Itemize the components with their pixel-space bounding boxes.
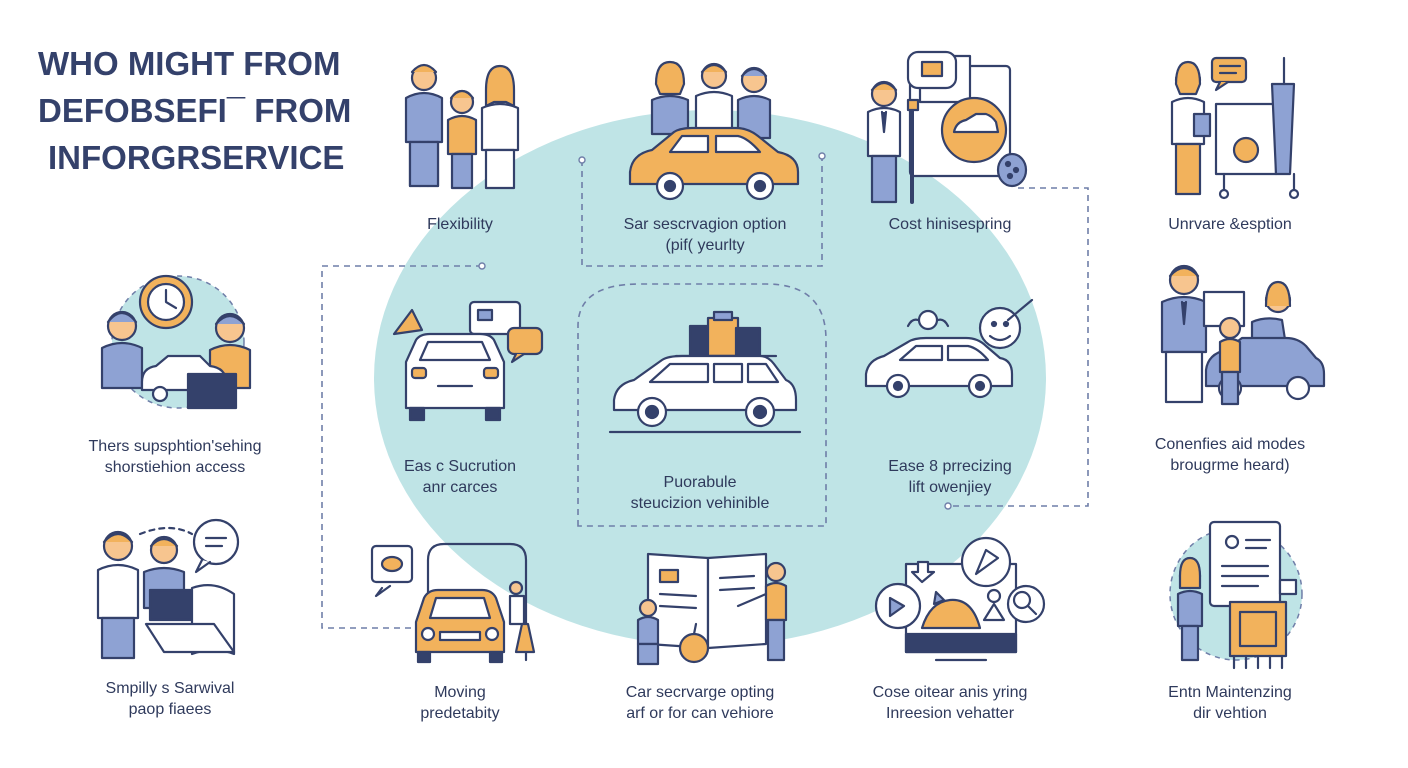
connector-dot bbox=[578, 156, 586, 164]
benefit-card-unvare: Unrvare &esption bbox=[1140, 40, 1320, 240]
label-line: paop fiaees bbox=[128, 701, 212, 718]
title-line: INFORGRSERVICE bbox=[48, 139, 345, 176]
benefit-card-moving: Moving predetabity bbox=[370, 540, 550, 730]
benefit-card-smpily: Smpilly s Sarwival paop fiaees bbox=[60, 514, 280, 734]
label-line: anr carces bbox=[422, 479, 498, 496]
label-line: Eas c Sucrution bbox=[403, 458, 517, 475]
benefit-label: Car secrvarge opting arf or for can vehi… bbox=[590, 682, 810, 724]
book-apple-kids-icon bbox=[636, 552, 788, 666]
label-line: (pif( yeurlty bbox=[665, 237, 745, 254]
label-line: Inreesion vehatter bbox=[885, 705, 1015, 722]
benefit-card-ease: Eas c Sucrution anr carces bbox=[370, 296, 550, 506]
label-line: Cost hinisespring bbox=[888, 216, 1012, 233]
label-line: brougrme heard) bbox=[1170, 457, 1290, 474]
benefit-label: Entn Maintenzing dir vehtion bbox=[1130, 682, 1330, 724]
connector-dot bbox=[478, 262, 486, 270]
benefit-label: Sar sescrvagion option (pif( yeurlty bbox=[590, 214, 820, 256]
label-line: Entn Maintenzing bbox=[1168, 684, 1292, 701]
benefit-card-maintaining: Entn Maintenzing dir vehtion bbox=[1130, 514, 1330, 734]
family-suv-board-icon bbox=[1160, 264, 1326, 406]
connector-center-box bbox=[577, 283, 827, 527]
benefit-label: Smpilly s Sarwival paop fiaees bbox=[60, 678, 280, 720]
label-line: Ease 8 prrecizing bbox=[888, 458, 1012, 475]
benefit-card-conenes: Conenfies aid modes brougrme heard) bbox=[1130, 262, 1330, 482]
people-clock-car-icon bbox=[100, 274, 252, 410]
benefit-label: Thers supsphtion'sehing shorstiehion acc… bbox=[50, 436, 300, 478]
label-line: shorstiehion access bbox=[104, 459, 246, 476]
benefit-label: Eas c Sucrution anr carces bbox=[370, 456, 550, 498]
suv-luggage-icon bbox=[608, 310, 802, 434]
benefit-card-reservation: Sar sescrvagion option (pif( yeurlty bbox=[590, 40, 820, 260]
car-gate-bag-icon bbox=[370, 542, 536, 664]
label-line: Smpilly s Sarwival bbox=[105, 680, 235, 697]
connector-left bbox=[321, 265, 482, 629]
benefit-card-cost: Cost hinisespring bbox=[850, 40, 1050, 240]
label-line: Unrvare &esption bbox=[1168, 216, 1292, 233]
label-line: Thers supsphtion'sehing bbox=[88, 438, 262, 455]
label-line: Conenfies aid modes bbox=[1154, 436, 1306, 453]
benefit-label: Unrvare &esption bbox=[1140, 214, 1320, 235]
benefit-card-subscription: Thers supsphtion'sehing shorstiehion acc… bbox=[50, 264, 300, 484]
page-title: WHO MIGHT FROM DEFOBSEFI¯ FROM INFORGRSE… bbox=[38, 40, 351, 181]
connector-right bbox=[948, 187, 1089, 507]
benefit-label: Cose oitear anis yring Inreesion vehatte… bbox=[850, 682, 1050, 724]
label-line: steucizion vehinible bbox=[630, 495, 770, 512]
benefit-label: Conenfies aid modes brougrme heard) bbox=[1130, 434, 1330, 476]
title-line: DEFOBSEFI¯ FROM bbox=[38, 92, 352, 129]
label-line: Puorabule bbox=[663, 474, 737, 491]
car-side-face-icon bbox=[864, 298, 1034, 399]
label-line: Sar sescrvagion option bbox=[623, 216, 787, 233]
benefit-label: Flexibility bbox=[380, 214, 540, 235]
benefit-label: Cost hinisespring bbox=[850, 214, 1050, 235]
connector-top-center bbox=[581, 150, 823, 267]
connector-dot bbox=[944, 502, 952, 510]
benefit-card-flexibility: Flexibility bbox=[380, 40, 540, 240]
monitor-analytics-icon bbox=[874, 536, 1046, 662]
benefit-label: Moving predetabity bbox=[370, 682, 550, 724]
people-chat-laptop-icon bbox=[96, 518, 240, 660]
label-line: Flexibility bbox=[427, 216, 493, 233]
family-group-icon bbox=[404, 63, 520, 190]
benefit-card-ease-pricing: Ease 8 prrecizing lift owenjiey bbox=[850, 294, 1050, 506]
family-car-icon bbox=[628, 60, 800, 201]
benefit-card-car-service: Car secrvarge opting arf or for can vehi… bbox=[590, 548, 810, 738]
benefit-card-purable: Puorabule steucizion vehinible bbox=[590, 310, 810, 520]
label-line: Cose oitear anis yring bbox=[872, 684, 1028, 701]
label-line: lift owenjiey bbox=[908, 479, 992, 496]
label-line: predetabity bbox=[420, 705, 500, 722]
benefit-label: Puorabule steucizion vehinible bbox=[590, 472, 810, 514]
label-line: dir vehtion bbox=[1193, 705, 1267, 722]
title-line: WHO MIGHT FROM bbox=[38, 45, 341, 82]
benefit-label: Ease 8 prrecizing lift owenjiey bbox=[850, 456, 1050, 498]
person-car-bubble-icon bbox=[866, 50, 1028, 204]
label-line: arf or for can vehiore bbox=[626, 705, 774, 722]
label-line: Car secrvarge opting bbox=[625, 684, 775, 701]
label-line: Moving bbox=[434, 684, 486, 701]
car-front-chat-icon bbox=[392, 300, 544, 422]
person-document-icon bbox=[1169, 520, 1303, 670]
person-equipment-icon bbox=[1170, 56, 1300, 200]
connector-dot bbox=[818, 152, 826, 160]
benefit-card-cose: Cose oitear anis yring Inreesion vehatte… bbox=[850, 534, 1050, 730]
